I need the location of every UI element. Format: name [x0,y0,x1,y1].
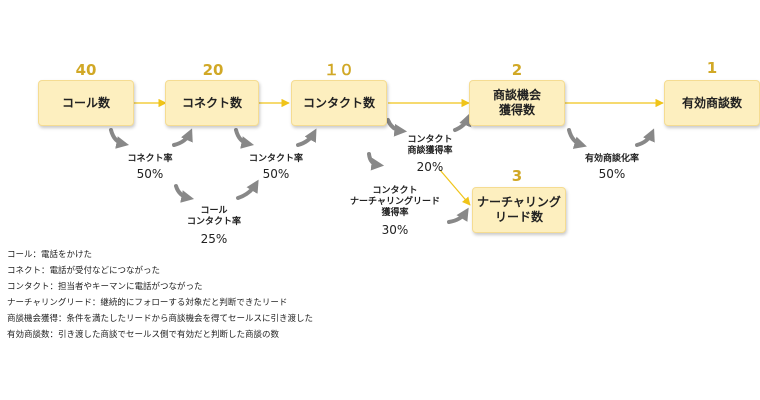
valid-deal-rate-label: 有効商談化率 [584,154,639,164]
definition-valid-deal: 有効商談数：引き渡した商談でセールス側で有効だと判断した商談の数 [7,330,280,340]
curve-connect-down [234,128,255,149]
connect-count: 20 [202,61,224,79]
definition-connect: コネクト：電話が受付などにつながった [7,266,161,276]
opportunity-rate-value: 20% [416,160,444,174]
connect-rate-label: コネクト率 [127,154,173,164]
opportunity-count: 2 [511,61,523,79]
curve-call-contact-up [236,179,259,200]
definition-call: コール：電話をかけた [7,250,93,260]
curve-connect-up [172,128,193,147]
contact-count: １０ [323,61,354,79]
nurturing-count: 3 [511,167,523,185]
opportunity-box: 商談機会 獲得数 [469,80,565,126]
call-contact-rate-value: 25% [200,232,228,246]
curve-valid-deal-up [635,128,655,147]
curve-contact-up-from-connect [296,128,317,147]
curve-contact-down [386,118,408,137]
contact-rate-value: 50% [262,167,290,181]
valid-deal-count: 1 [706,59,718,77]
call-count: 40 [75,61,97,79]
curve-opportunity-down [567,128,587,149]
valid-deal-box: 有効商談数 [664,80,760,126]
nurturing-rate-label: コンタクト ナーチャリングリード 獲得率 [350,186,440,218]
curve-call-contact-down [174,184,195,203]
call-contact-rate-label: コール コンタクト率 [186,206,241,227]
connect-rate-value: 50% [136,167,164,181]
definition-contact: コンタクト：担当者やキーマンに電話がつながった [7,282,203,292]
curve-call-down [109,128,130,149]
opportunity-rate-label: コンタクト 商談獲得率 [407,135,453,156]
arrow-contact-to-nurturing [439,169,471,206]
curve-opportunity-up [453,113,472,132]
contact-rate-label: コンタクト率 [248,154,303,164]
nurturing-rate-value: 30% [381,223,409,237]
curve-contact-nurture-down [367,152,385,171]
definition-nurturing-lead: ナーチャリングリード：継続的にフォローする対象だと判断できたリード [7,298,288,308]
definition-list: コール：電話をかけた コネクト：電話が受付などにつながった コンタクト：担当者や… [7,247,313,343]
nurturing-box: ナーチャリング リード数 [472,187,566,233]
curve-nurturing-up [447,207,469,224]
valid-deal-rate-value: 50% [598,167,626,181]
connect-box: コネクト数 [165,80,259,126]
contact-box: コンタクト数 [291,80,387,126]
call-box: コール数 [38,80,134,126]
definition-opportunity: 商談機会獲得：条件を満たしたリードから商談機会を得てセールスに引き渡した [7,314,314,324]
